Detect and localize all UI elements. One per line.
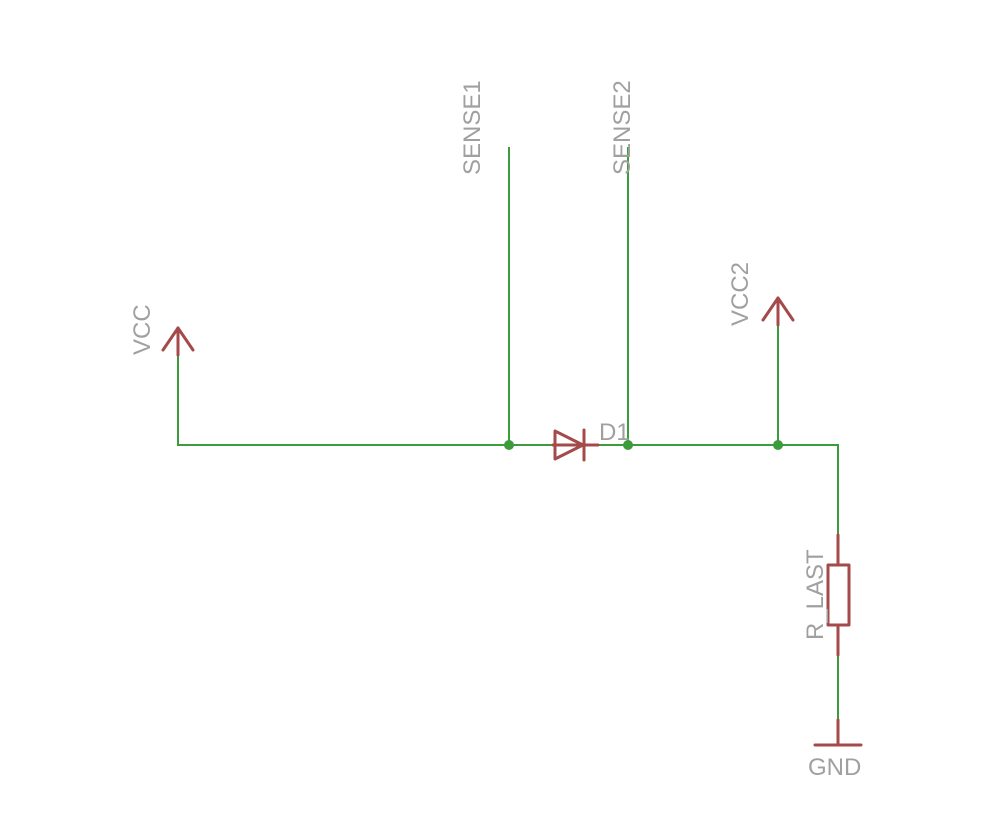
label-sense2: SENSE2 xyxy=(609,80,636,175)
vcc2-supply-symbol xyxy=(761,296,795,327)
label-vcc: VCC xyxy=(129,304,156,355)
label-sense1: SENSE1 xyxy=(459,80,486,175)
junction-sense2 xyxy=(623,440,633,450)
junction-vcc2 xyxy=(773,440,783,450)
ground-symbol xyxy=(813,718,863,747)
junctions xyxy=(504,440,783,450)
wire-vcc-to-node1 xyxy=(177,330,510,446)
resistor-r-last xyxy=(826,533,851,657)
label-ground: GND xyxy=(808,754,861,781)
label-resistor: R_LAST xyxy=(802,549,829,640)
diode-d1 xyxy=(551,428,600,462)
label-diode: D1 xyxy=(599,419,630,446)
wire-node3-to-resistor xyxy=(780,444,839,535)
junction-sense1 xyxy=(504,440,514,450)
vcc-supply-symbol xyxy=(161,326,195,357)
label-vcc2: VCC2 xyxy=(727,262,754,326)
